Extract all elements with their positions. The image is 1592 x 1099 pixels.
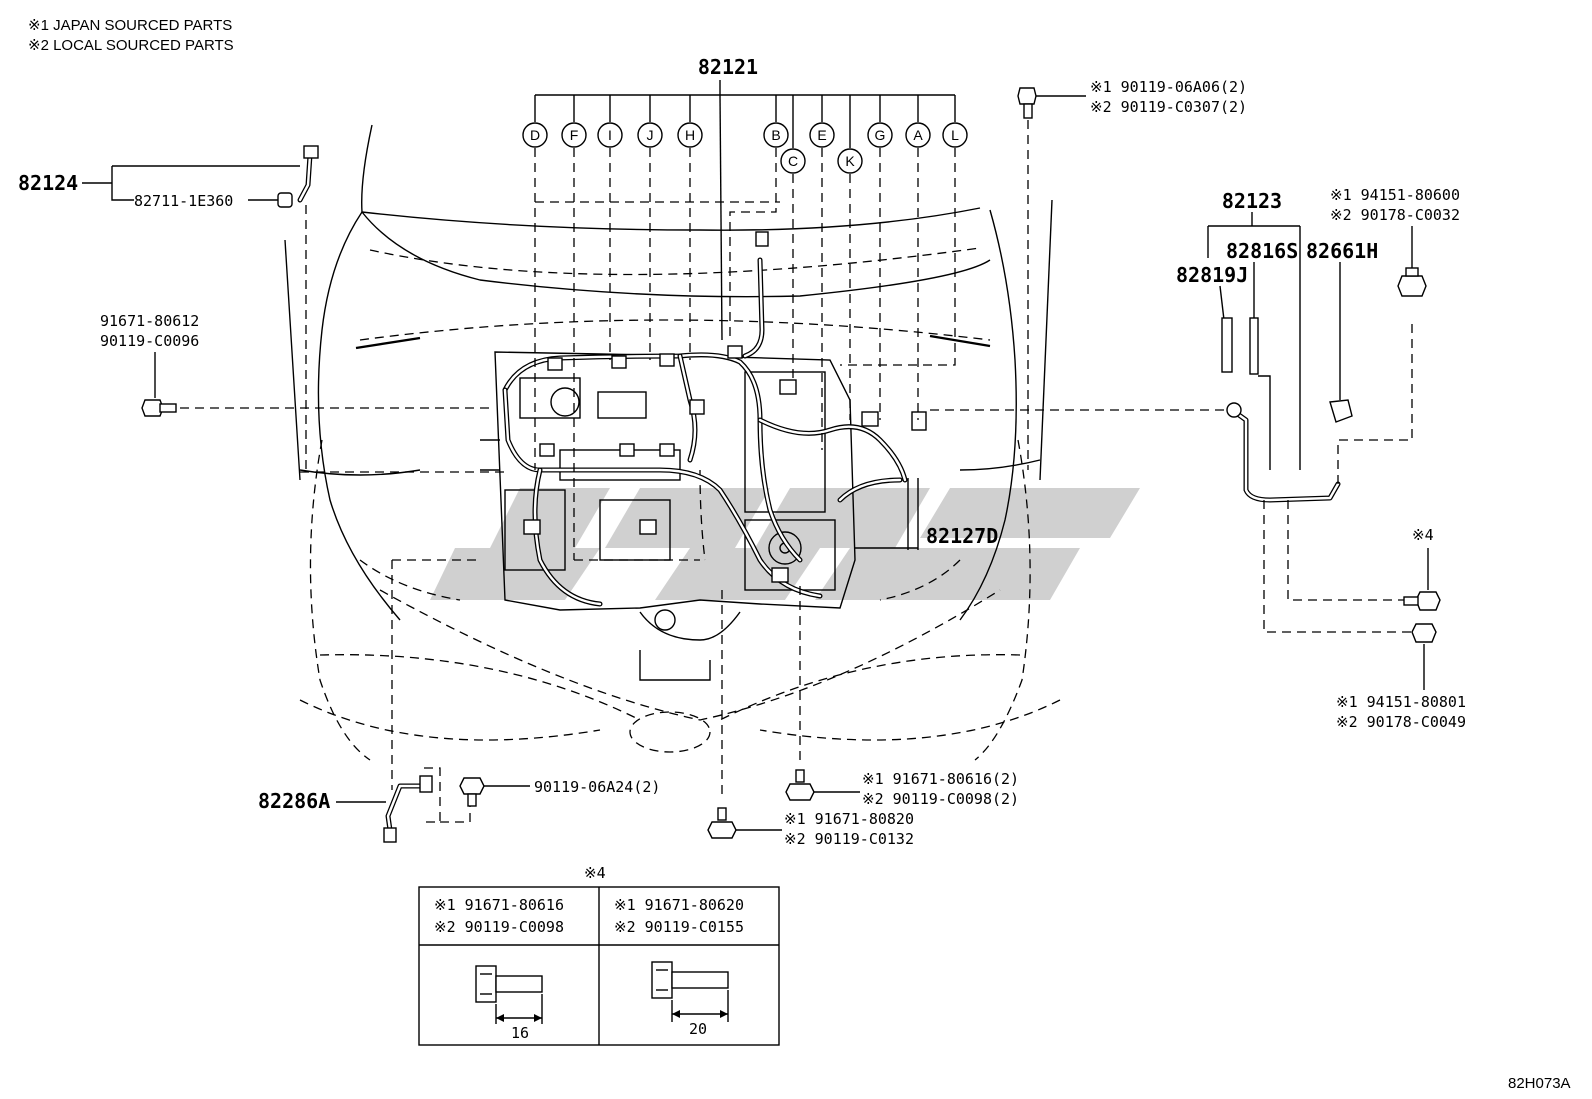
part-91671-80612-label: 91671-80612 xyxy=(100,312,199,330)
branch-letter-K: K xyxy=(845,153,855,169)
figure-code: 82H073A xyxy=(1508,1075,1571,1092)
branch-letter-C: C xyxy=(788,153,798,169)
callout-right-mark: ※4 xyxy=(1412,526,1434,544)
table-col1-dim: 16 xyxy=(511,1024,529,1042)
part-82286A-label: 82286A xyxy=(258,789,330,813)
callout-lower-2: ※2 90119-C0132 xyxy=(784,830,914,848)
table-col1-line1: ※1 91671-80616 xyxy=(434,896,564,914)
part-82661H-label: 82661H xyxy=(1306,239,1378,263)
bolt-spec-table: ※4 ※1 91671-80616 ※2 90119-C0098 ※1 9167… xyxy=(418,864,780,1046)
table-col2-line1: ※1 91671-80620 xyxy=(614,896,744,914)
nut-94151-80801: ※1 94151-80801 ※2 90178-C0049 xyxy=(1336,623,1466,731)
main-harness-82121 xyxy=(502,231,927,607)
callout-center-bottom-1: ※1 91671-80616(2) xyxy=(862,770,1019,788)
part-82124-label: 82124 xyxy=(18,171,78,195)
vehicle-outline xyxy=(284,124,1061,761)
bolt-91671-80820: ※1 91671-80820 ※2 90119-C0132 xyxy=(707,590,914,848)
table-col2-dim: 20 xyxy=(689,1020,707,1038)
table-col2-line2: ※2 90119-C0155 xyxy=(614,918,744,936)
part-90119-06A24-label: 90119-06A24(2) xyxy=(534,778,660,796)
branch-letter-D: D xyxy=(530,127,540,143)
part-82127D-label: 82127D xyxy=(926,524,998,548)
bolt-right-mark4: ※4 xyxy=(1403,526,1441,611)
nut-94151-80600: ※1 94151-80600 ※2 90178-C0032 xyxy=(1330,186,1460,297)
branch-letter-E: E xyxy=(817,127,826,143)
harness-82286A: 82286A 90119-06A24(2) xyxy=(258,559,660,843)
table-col1-line2: ※2 90119-C0098 xyxy=(434,918,564,936)
branch-letter-F: F xyxy=(570,127,579,143)
bolt-20-drawing: 20 xyxy=(651,961,729,1038)
branch-letter-A: A xyxy=(913,127,923,143)
part-82123-label: 82123 xyxy=(1222,189,1282,213)
note-local-sourced: ※2 LOCAL SOURCED PARTS xyxy=(28,37,234,54)
harness-82123: 82123 82816S 82661H 82819J 82127D xyxy=(855,189,1413,633)
callout-right-top-2: ※2 90178-C0032 xyxy=(1330,206,1460,224)
branch-letters: D F I J H B E G A L C K xyxy=(522,122,968,174)
part-82819J-label: 82819J xyxy=(1176,263,1248,287)
bolt-91671-80616: ※1 91671-80616(2) ※2 90119-C0098(2) xyxy=(785,586,1019,808)
branch-letter-B: B xyxy=(771,127,780,143)
branch-letter-L: L xyxy=(951,127,959,143)
engine-bay xyxy=(480,351,856,681)
callout-top-right-2: ※2 90119-C0307(2) xyxy=(1090,98,1247,116)
callout-right-top-1: ※1 94151-80600 xyxy=(1330,186,1460,204)
branch-letter-H: H xyxy=(685,127,695,143)
note-japan-sourced: ※1 JAPAN SOURCED PARTS xyxy=(28,17,232,34)
branch-letter-G: G xyxy=(875,127,886,143)
callout-lower-1: ※1 91671-80820 xyxy=(784,810,914,828)
callout-top-right-1: ※1 90119-06A06(2) xyxy=(1090,78,1247,96)
branch-leaders xyxy=(534,80,956,561)
callout-center-bottom-2: ※2 90119-C0098(2) xyxy=(862,790,1019,808)
part-90119-C0096-label: 90119-C0096 xyxy=(100,332,199,350)
callout-right-bottom-2: ※2 90178-C0049 xyxy=(1336,713,1466,731)
branch-letter-J: J xyxy=(647,127,654,143)
bolt-16-drawing: 16 xyxy=(475,965,543,1042)
callout-right-bottom-1: ※1 94151-80801 xyxy=(1336,693,1466,711)
sensor-harness-82124: 82124 82711-1E360 xyxy=(18,145,319,470)
bolt-91671-80612: 91671-80612 90119-C0096 xyxy=(100,312,505,473)
branch-letter-I: I xyxy=(608,127,612,143)
part-82816S-label: 82816S xyxy=(1226,239,1298,263)
part-82121-label: 82121 xyxy=(698,55,758,79)
bolt-top-right: ※1 90119-06A06(2) ※2 90119-C0307(2) xyxy=(1017,78,1247,470)
table-mark: ※4 xyxy=(584,864,606,882)
part-82711-label: 82711-1E360 xyxy=(134,192,233,210)
